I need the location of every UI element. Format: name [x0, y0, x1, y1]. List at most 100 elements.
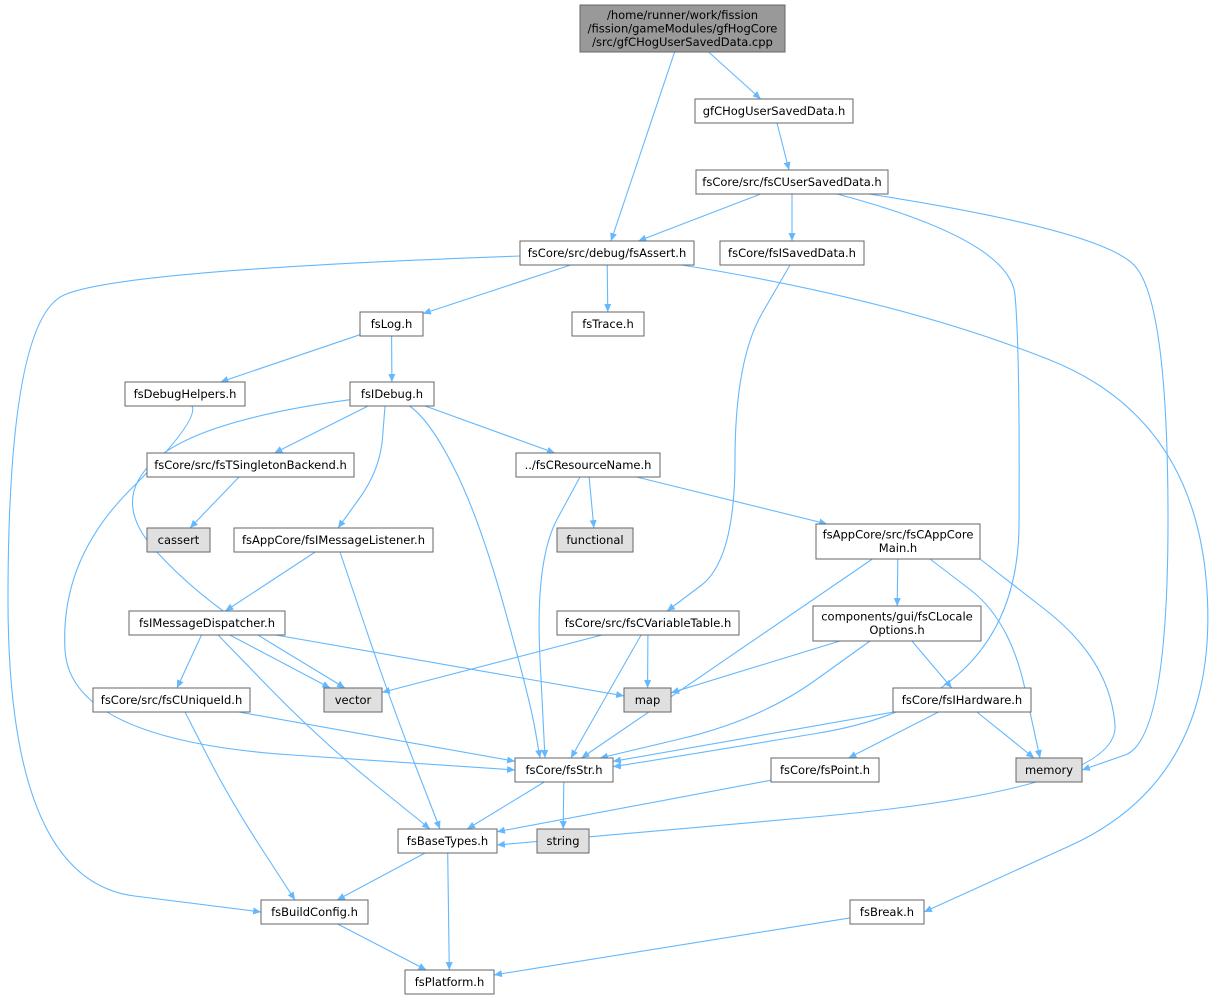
node-label-vector: vector — [335, 693, 372, 707]
node-memory: memory — [1015, 757, 1083, 783]
node-label-fsLog: fsLog.h — [371, 317, 413, 331]
edge-fsCResourceName-to-functional — [588, 476, 597, 529]
edge-fsBreak-to-fsPlatform — [493, 917, 851, 978]
node-fsCResourceName[interactable]: ../fsCResourceName.h — [515, 452, 661, 478]
node-label-functional: functional — [566, 533, 623, 547]
node-box-fsLog — [359, 311, 424, 337]
node-box-fsBaseTypes — [397, 828, 498, 854]
node-label-fsIMessageDispatcher: fsIMessageDispatcher.h — [139, 616, 275, 630]
node-label-fsDebugHelpers: fsDebugHelpers.h — [134, 387, 237, 401]
node-fsCUniqueId[interactable]: fsCore/src/fsCUniqueId.h — [92, 687, 251, 713]
node-label-cassert: cassert — [158, 533, 200, 547]
node-label-fsBreak: fsBreak.h — [860, 905, 914, 919]
edge-fsStr-to-fsBaseTypes — [466, 781, 545, 830]
node-box-fsStr — [514, 757, 614, 783]
edge-fsPoint-to-fsBaseTypes — [496, 779, 772, 834]
node-box-fsCUniqueId — [92, 687, 251, 713]
edge-fsIDebug-to-fsStr — [409, 405, 543, 759]
node-box-string — [536, 828, 590, 854]
edge-fsIMessageDispatcher-to-fsBaseTypes — [217, 634, 431, 830]
node-label-fsStr: fsCore/fsStr.h — [526, 763, 603, 777]
node-fsPoint[interactable]: fsCore/fsPoint.h — [770, 757, 880, 783]
edge-fsIDebug-to-fsTSingletonBackend — [274, 405, 369, 454]
node-box-cassert — [146, 527, 211, 553]
edge-fsDebugHelpers-to-fsStr — [64, 405, 516, 773]
edge-fsCLocaleOptions-to-map — [670, 640, 841, 694]
node-label-fsISavedData: fsCore/fsISavedData.h — [728, 246, 856, 260]
node-fsDebugHelpers[interactable]: fsDebugHelpers.h — [124, 381, 246, 407]
edge-fsAssert-to-fsBreak — [681, 264, 1209, 913]
edge-fsCAppCoreMain-to-fsStr — [581, 558, 873, 759]
node-label-fsCAppCoreMain: fsAppCore/src/fsCAppCore — [823, 528, 974, 542]
node-box-fsISavedData — [719, 240, 865, 266]
node-cassert: cassert — [146, 527, 211, 553]
node-fsTrace[interactable]: fsTrace.h — [571, 311, 645, 337]
edge-root-to-gfCHogUserSavedData — [708, 51, 762, 100]
node-fsAssert[interactable]: fsCore/src/debug/fsAssert.h — [519, 240, 695, 266]
node-fsCUserSavedData[interactable]: fsCore/src/fsCUserSavedData.h — [695, 169, 889, 195]
node-box-memory — [1015, 757, 1083, 783]
node-label-fsAssert: fsCore/src/debug/fsAssert.h — [528, 246, 686, 260]
node-box-fsTSingletonBackend — [146, 452, 355, 478]
edge-fsIDebug-to-fsIMessageListener — [337, 405, 386, 529]
node-fsLog[interactable]: fsLog.h — [359, 311, 424, 337]
node-label-root: /home/runner/work/fission — [607, 8, 758, 22]
node-label-fsBuildConfig: fsBuildConfig.h — [271, 905, 358, 919]
node-fsCVariableTable[interactable]: fsCore/src/fsCVariableTable.h — [556, 610, 740, 636]
node-fsBaseTypes[interactable]: fsBaseTypes.h — [397, 828, 498, 854]
node-box-fsCVariableTable — [556, 610, 740, 636]
node-label-fsIHardware: fsCore/fsIHardware.h — [902, 693, 1022, 707]
node-box-fsPoint — [770, 757, 880, 783]
node-label-fsCVariableTable: fsCore/src/fsCVariableTable.h — [565, 616, 732, 630]
node-box-functional — [556, 527, 634, 553]
edge-fsCUserSavedData-to-memory — [868, 193, 1169, 771]
node-label-fsPlatform: fsPlatform.h — [415, 975, 484, 989]
node-label-fsCLocaleOptions: Options.h — [869, 623, 924, 637]
edge-root-to-fsAssert — [610, 51, 676, 242]
edge-fsStr-to-string — [559, 781, 567, 830]
nodes-layer: /home/runner/work/fission/fission/gameMo… — [92, 4, 1083, 995]
edge-fsCAppCoreMain-to-fsCLocaleOptions — [893, 558, 901, 607]
node-box-gfCHogUserSavedData — [694, 98, 854, 124]
node-root[interactable]: /home/runner/work/fission/fission/gameMo… — [579, 4, 786, 53]
node-gfCHogUserSavedData[interactable]: gfCHogUserSavedData.h — [694, 98, 854, 124]
edge-fsBaseTypes-to-fsBuildConfig — [336, 852, 426, 901]
edge-fsAssert-to-fsLog — [422, 264, 571, 315]
edge-fsIMessageDispatcher-to-fsCUniqueId — [176, 634, 202, 689]
node-fsStr[interactable]: fsCore/fsStr.h — [514, 757, 614, 783]
node-box-fsIMessageDispatcher — [128, 610, 286, 636]
node-fsPlatform[interactable]: fsPlatform.h — [404, 969, 495, 995]
node-fsIDebug[interactable]: fsIDebug.h — [349, 381, 435, 407]
edge-fsIDebug-to-fsCResourceName — [424, 405, 556, 454]
node-label-fsCUniqueId: fsCore/src/fsCUniqueId.h — [101, 693, 242, 707]
node-fsBreak[interactable]: fsBreak.h — [849, 899, 925, 925]
edge-fsLog-to-fsDebugHelpers — [220, 334, 361, 383]
node-functional: functional — [556, 527, 634, 553]
edge-fsIHardware-to-fsStr — [612, 711, 894, 764]
node-box-fsIDebug — [349, 381, 435, 407]
node-fsIHardware[interactable]: fsCore/fsIHardware.h — [892, 687, 1032, 713]
edge-fsBaseTypes-to-fsPlatform — [445, 852, 453, 971]
node-fsBuildConfig[interactable]: fsBuildConfig.h — [260, 899, 369, 925]
edges-layer — [7, 51, 1209, 978]
node-fsIMessageDispatcher[interactable]: fsIMessageDispatcher.h — [128, 610, 286, 636]
edge-fsCLocaleOptions-to-fsIHardware — [911, 640, 953, 689]
node-box-fsIMessageListener — [233, 527, 434, 553]
edge-fsCVariableTable-to-vector — [381, 634, 603, 694]
edge-fsTSingletonBackend-to-cassert — [189, 476, 240, 529]
node-fsTSingletonBackend[interactable]: fsCore/src/fsTSingletonBackend.h — [146, 452, 355, 478]
edge-fsCUniqueId-to-fsStr — [238, 711, 516, 764]
node-box-fsCResourceName — [515, 452, 661, 478]
node-fsIMessageListener[interactable]: fsAppCore/fsIMessageListener.h — [233, 527, 434, 553]
edge-fsBuildConfig-to-fsPlatform — [337, 923, 427, 971]
node-label-fsCLocaleOptions: components/gui/fsCLocale — [821, 610, 973, 624]
node-box-fsBreak — [849, 899, 925, 925]
node-box-fsTrace — [571, 311, 645, 337]
node-label-fsCUserSavedData: fsCore/src/fsCUserSavedData.h — [702, 175, 881, 189]
node-label-map: map — [635, 693, 661, 707]
node-map: map — [623, 687, 672, 713]
node-label-fsPoint: fsCore/fsPoint.h — [780, 763, 870, 777]
node-fsISavedData[interactable]: fsCore/fsISavedData.h — [719, 240, 865, 266]
